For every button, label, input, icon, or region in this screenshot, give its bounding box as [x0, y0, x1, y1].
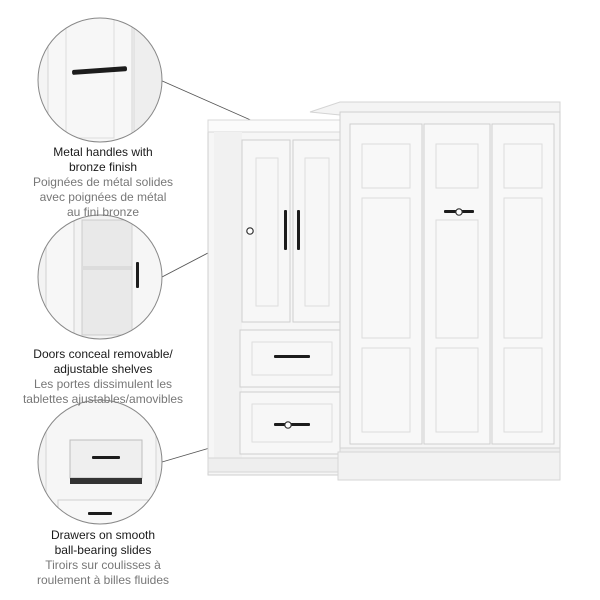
zoom-circle-handle: [37, 17, 163, 143]
caption-fr-line: Les portes dissimulent les: [33, 377, 173, 391]
caption-fr-line: Poignées de métal solides: [32, 175, 174, 189]
marker-handles: [455, 208, 463, 216]
marker-shelves: [246, 227, 254, 235]
door-handle-right: [297, 210, 300, 250]
caption-en-line: Doors conceal removable/: [33, 347, 173, 361]
caption-en-line: adjustable shelves: [53, 362, 153, 376]
drawer-handle-bottom: [274, 423, 310, 426]
caption-fr-line: roulement à billes fluides: [36, 573, 170, 587]
drawer-top: [239, 329, 344, 388]
feature-caption-handles: Metal handles with bronze finish Poignée…: [13, 145, 193, 220]
callout-markers: [246, 208, 463, 429]
cabinet-door-right: [292, 139, 344, 323]
caption-fr-line: Tiroirs sur coulisses à: [45, 558, 161, 572]
caption-fr-line: tablettes ajustables/amovibles: [22, 392, 184, 406]
murphy-bed-cabinet: [309, 101, 561, 481]
caption-en-line: Drawers on smooth: [50, 528, 156, 542]
storage-cabinet: [207, 119, 349, 476]
zoom-circle-shelves: [37, 214, 163, 340]
caption-en-line: ball-bearing slides: [54, 543, 152, 557]
bed-panel-center: [423, 123, 491, 445]
caption-en-line: Metal handles with: [53, 145, 153, 159]
caption-en-line: bronze finish: [68, 160, 138, 174]
caption-fr-line: avec poignées de métal: [39, 190, 167, 204]
bed-panel-left: [349, 123, 423, 445]
zoom-circle-drawer: [37, 399, 163, 525]
bed-panel-right: [491, 123, 555, 445]
drawer-handle-top: [274, 355, 310, 358]
door-handle-left: [284, 210, 287, 250]
marker-drawers: [284, 421, 292, 429]
caption-fr-line: au fini bronze: [66, 205, 140, 219]
feature-caption-shelves: Doors conceal removable/ adjustable shel…: [13, 347, 193, 407]
feature-caption-drawers: Drawers on smooth ball-bearing slides Ti…: [13, 528, 193, 588]
